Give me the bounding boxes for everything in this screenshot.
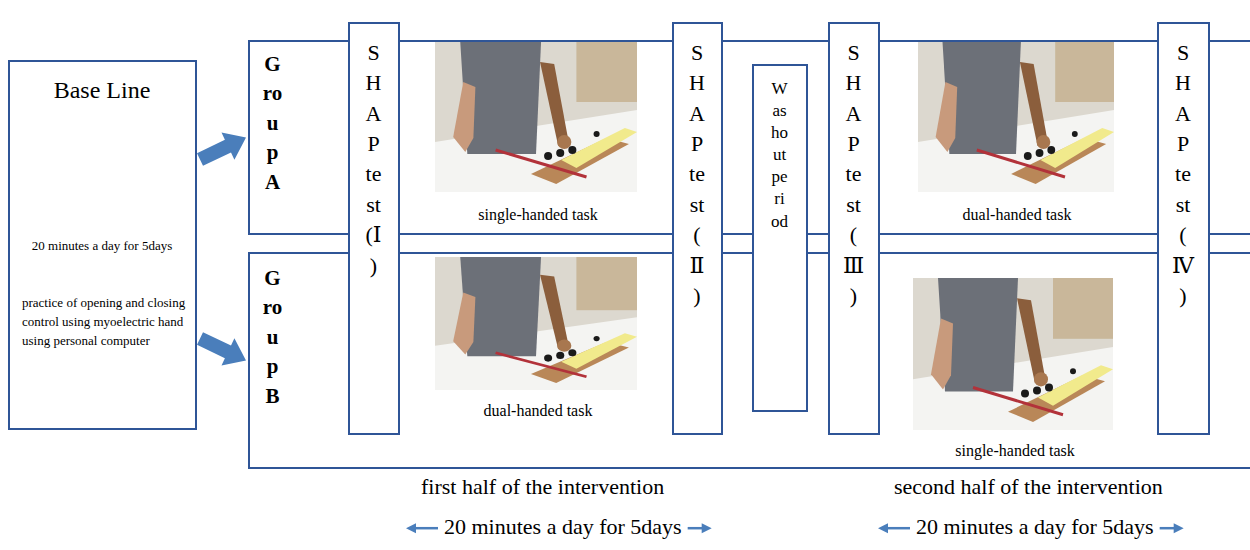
span-arrow-line bbox=[1160, 527, 1176, 530]
group-label: Group A bbox=[262, 50, 283, 197]
test-label: SHAP test (Ⅲ) bbox=[843, 38, 865, 311]
baseline-box: Base Line 20 minutes a day for 5days pract… bbox=[8, 60, 197, 430]
span-arrow-line bbox=[688, 527, 704, 530]
washout-label: Washout period bbox=[771, 78, 788, 233]
task-photo bbox=[435, 42, 637, 192]
description-text: practice of opening and closing control … bbox=[22, 294, 186, 351]
task-photo bbox=[918, 42, 1114, 192]
task-caption: dual-handed task bbox=[408, 401, 668, 420]
span-arrow-head bbox=[702, 523, 712, 533]
block-arrow bbox=[197, 133, 246, 166]
duration-label: 20 minutes a day for 5days bbox=[444, 514, 682, 540]
test-label: SHAP test (Ⅱ) bbox=[686, 38, 708, 311]
span-arrow-line bbox=[414, 527, 438, 530]
box-title: Base Line bbox=[14, 76, 190, 105]
task-caption: single-handed task bbox=[885, 441, 1145, 460]
test-box: SHAP test (Ⅰ) bbox=[348, 22, 400, 435]
group-label: Group B bbox=[262, 264, 283, 411]
span-arrow-head bbox=[878, 523, 888, 533]
task-caption: dual-handed task bbox=[887, 205, 1147, 224]
block-arrow bbox=[197, 332, 246, 365]
task-photo bbox=[913, 278, 1113, 430]
test-box: SHAP test (Ⅱ) bbox=[672, 22, 723, 435]
washout-box: Washout period bbox=[752, 64, 808, 412]
span-arrow-head bbox=[406, 523, 416, 533]
duration-label: 20 minutes a day for 5days bbox=[916, 514, 1154, 540]
duration-text: 20 minutes a day for 5days bbox=[14, 238, 190, 254]
phase-label: second half of the intervention bbox=[894, 474, 1163, 500]
test-label: SHAP test (Ⅰ) bbox=[363, 38, 385, 281]
task-caption: single-handed task bbox=[408, 205, 668, 224]
test-box: SHAP test (Ⅳ) bbox=[1157, 22, 1210, 435]
test-label: SHAP test (Ⅳ) bbox=[1172, 38, 1194, 311]
task-photo bbox=[435, 257, 637, 390]
phase-label: first half of the intervention bbox=[421, 474, 664, 500]
test-box: SHAP test (Ⅲ) bbox=[828, 22, 880, 435]
span-arrow-line bbox=[886, 527, 910, 530]
span-arrow-head bbox=[1174, 523, 1184, 533]
